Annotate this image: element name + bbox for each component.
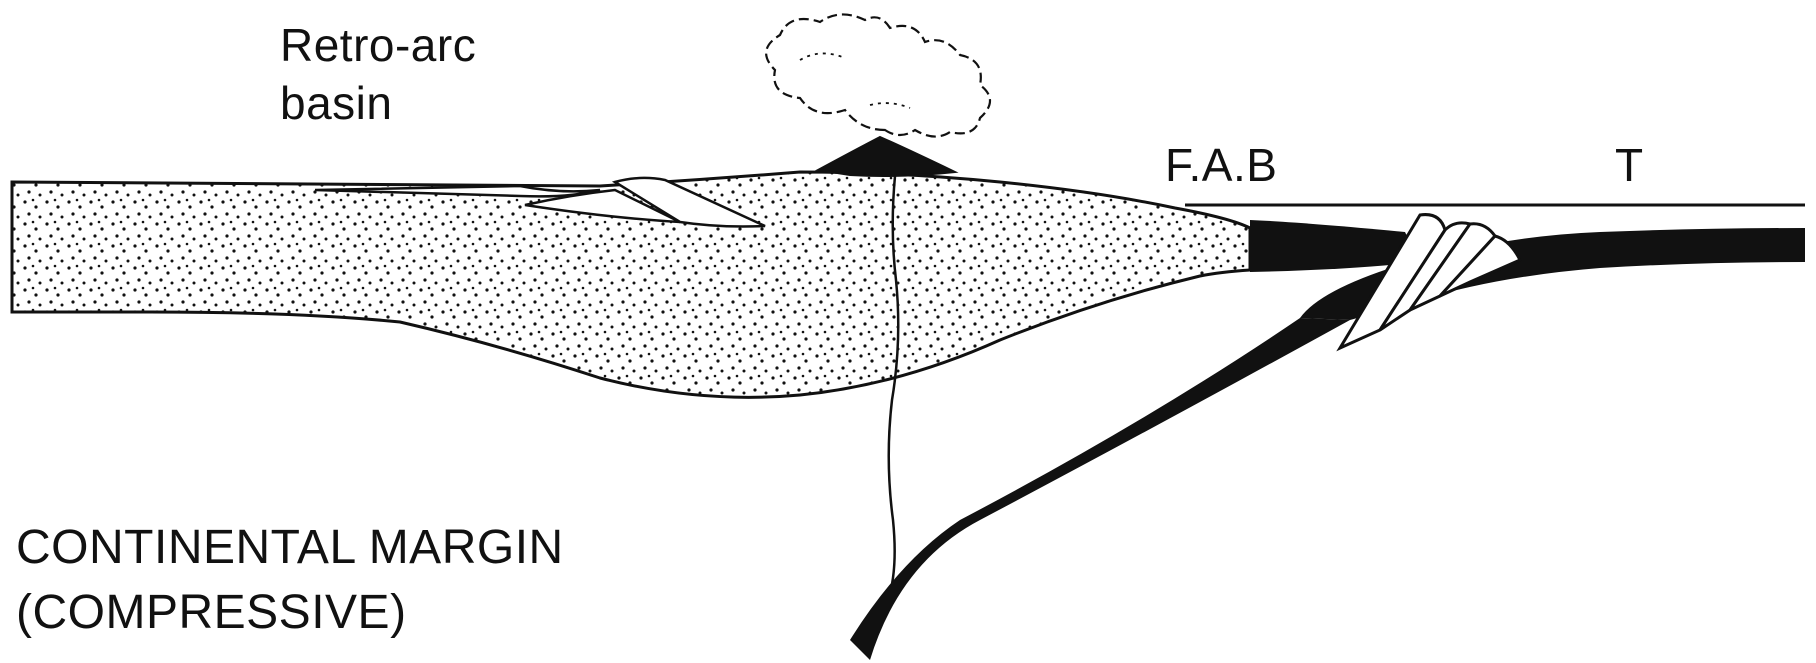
margin-type-label-line1: CONTINENTAL MARGIN bbox=[16, 520, 564, 575]
slab-speck bbox=[1333, 353, 1347, 359]
slab-speck bbox=[1273, 371, 1291, 379]
cloud-detail bbox=[800, 53, 910, 108]
margin-type-label-line2: (COMPRESSIVE) bbox=[16, 585, 407, 640]
fore-arc-basin-label: F.A.B bbox=[1165, 138, 1277, 192]
retro-arc-basin-label-line1: Retro-arc bbox=[280, 18, 476, 72]
volcano bbox=[818, 137, 955, 176]
eruption-cloud bbox=[766, 14, 990, 136]
retro-arc-basin-label-line2: basin bbox=[280, 76, 392, 130]
trench-label: T bbox=[1615, 138, 1644, 192]
